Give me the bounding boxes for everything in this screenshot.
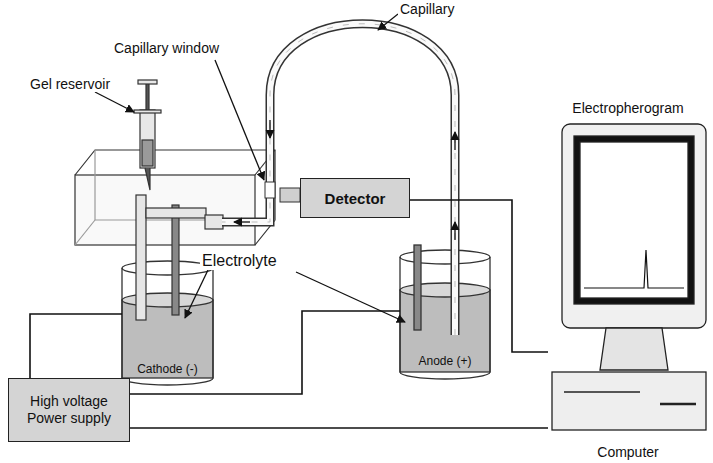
node-text: High voltage Power supply [19,393,119,427]
flow-arrows [234,120,455,240]
computer-node: ElectropherogramComputer [548,100,708,460]
detector-box: Detector [300,178,410,218]
detector-lens [280,188,300,202]
power-supply-box: High voltage Power supply [8,378,130,442]
wire [30,314,122,378]
node-text: Cathode (-) [137,362,198,376]
wire [130,427,548,429]
part-label: Capillary window [112,40,221,56]
part-label: Gel reservoir [28,76,112,92]
leader-lines [95,14,405,322]
wire [130,311,400,394]
node-text: Electropherogram [572,100,683,116]
wire [410,200,548,352]
part-label: Electrolyte [200,252,279,270]
anode-beaker [400,245,490,379]
anode-beaker-node: Anode (+) [400,251,490,376]
node-text: Computer [597,444,658,460]
part-label: Capillary [398,1,456,17]
node-text: Detector [325,190,386,207]
cathode-beaker-node: Cathode (-) [122,262,213,384]
capillary-window [265,182,275,198]
computer-illustration [552,124,706,430]
gel-syringe [134,80,161,190]
node-text: Anode (+) [418,354,471,368]
capillary-tube [222,24,455,335]
